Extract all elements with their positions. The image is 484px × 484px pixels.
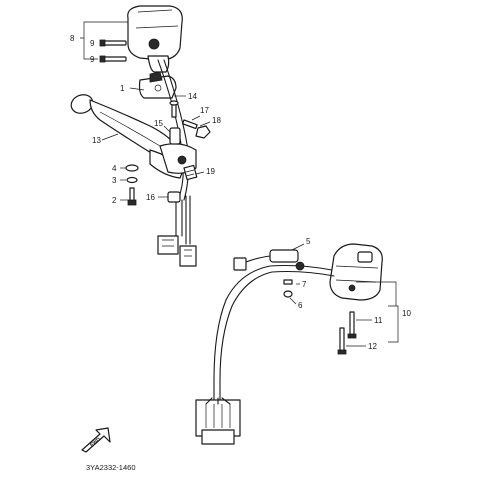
lever-bracket <box>138 71 177 99</box>
callout-9-lower: 9 <box>90 55 95 64</box>
screw-12 <box>337 327 347 355</box>
switch-19 <box>183 164 198 181</box>
left-connector-a <box>157 235 179 255</box>
callout-13: 13 <box>92 136 101 145</box>
callout-19: 19 <box>206 167 215 176</box>
screw-14 <box>169 100 179 118</box>
callout-8: 8 <box>70 34 75 43</box>
callout-2: 2 <box>112 196 117 205</box>
callout-11: 11 <box>374 316 383 325</box>
screw-9-lower <box>99 55 127 63</box>
washer-4 <box>125 164 139 172</box>
fwd-arrow-icon: FWD <box>81 427 111 453</box>
washer-3 <box>126 176 138 184</box>
left-connector-b <box>179 245 197 267</box>
callout-10: 10 <box>402 309 411 318</box>
washer-6 <box>283 290 293 298</box>
bolt-2 <box>127 187 137 206</box>
bolt-17 <box>182 119 198 130</box>
right-switch-cable <box>213 264 335 401</box>
callout-4: 4 <box>112 164 117 173</box>
callout-labels: 8 9 9 1 14 17 18 13 15 4 3 2 16 19 5 7 6… <box>70 34 411 351</box>
callout-15: 15 <box>154 119 163 128</box>
leader-lines <box>80 21 399 347</box>
grommet-16 <box>167 191 181 203</box>
callout-18: 18 <box>212 116 221 125</box>
callout-6: 6 <box>298 301 303 310</box>
left-switch-housing <box>127 5 183 73</box>
callout-3: 3 <box>112 176 117 185</box>
brake-switch-5 <box>233 249 305 271</box>
callout-17: 17 <box>200 106 209 115</box>
callout-12: 12 <box>368 342 377 351</box>
right-switch-housing <box>329 243 383 301</box>
screw-11 <box>347 311 357 339</box>
callout-7: 7 <box>302 280 307 289</box>
callout-9-upper: 9 <box>90 39 95 48</box>
drawing-code: 3YA2332-1460 <box>86 463 136 472</box>
callout-1: 1 <box>120 84 125 93</box>
nut-18 <box>195 125 211 139</box>
callout-14: 14 <box>188 92 197 101</box>
right-connector <box>195 397 241 445</box>
collar-15 <box>169 127 181 145</box>
callout-16: 16 <box>146 193 155 202</box>
screw-7 <box>283 279 293 285</box>
callout-5: 5 <box>306 237 311 246</box>
